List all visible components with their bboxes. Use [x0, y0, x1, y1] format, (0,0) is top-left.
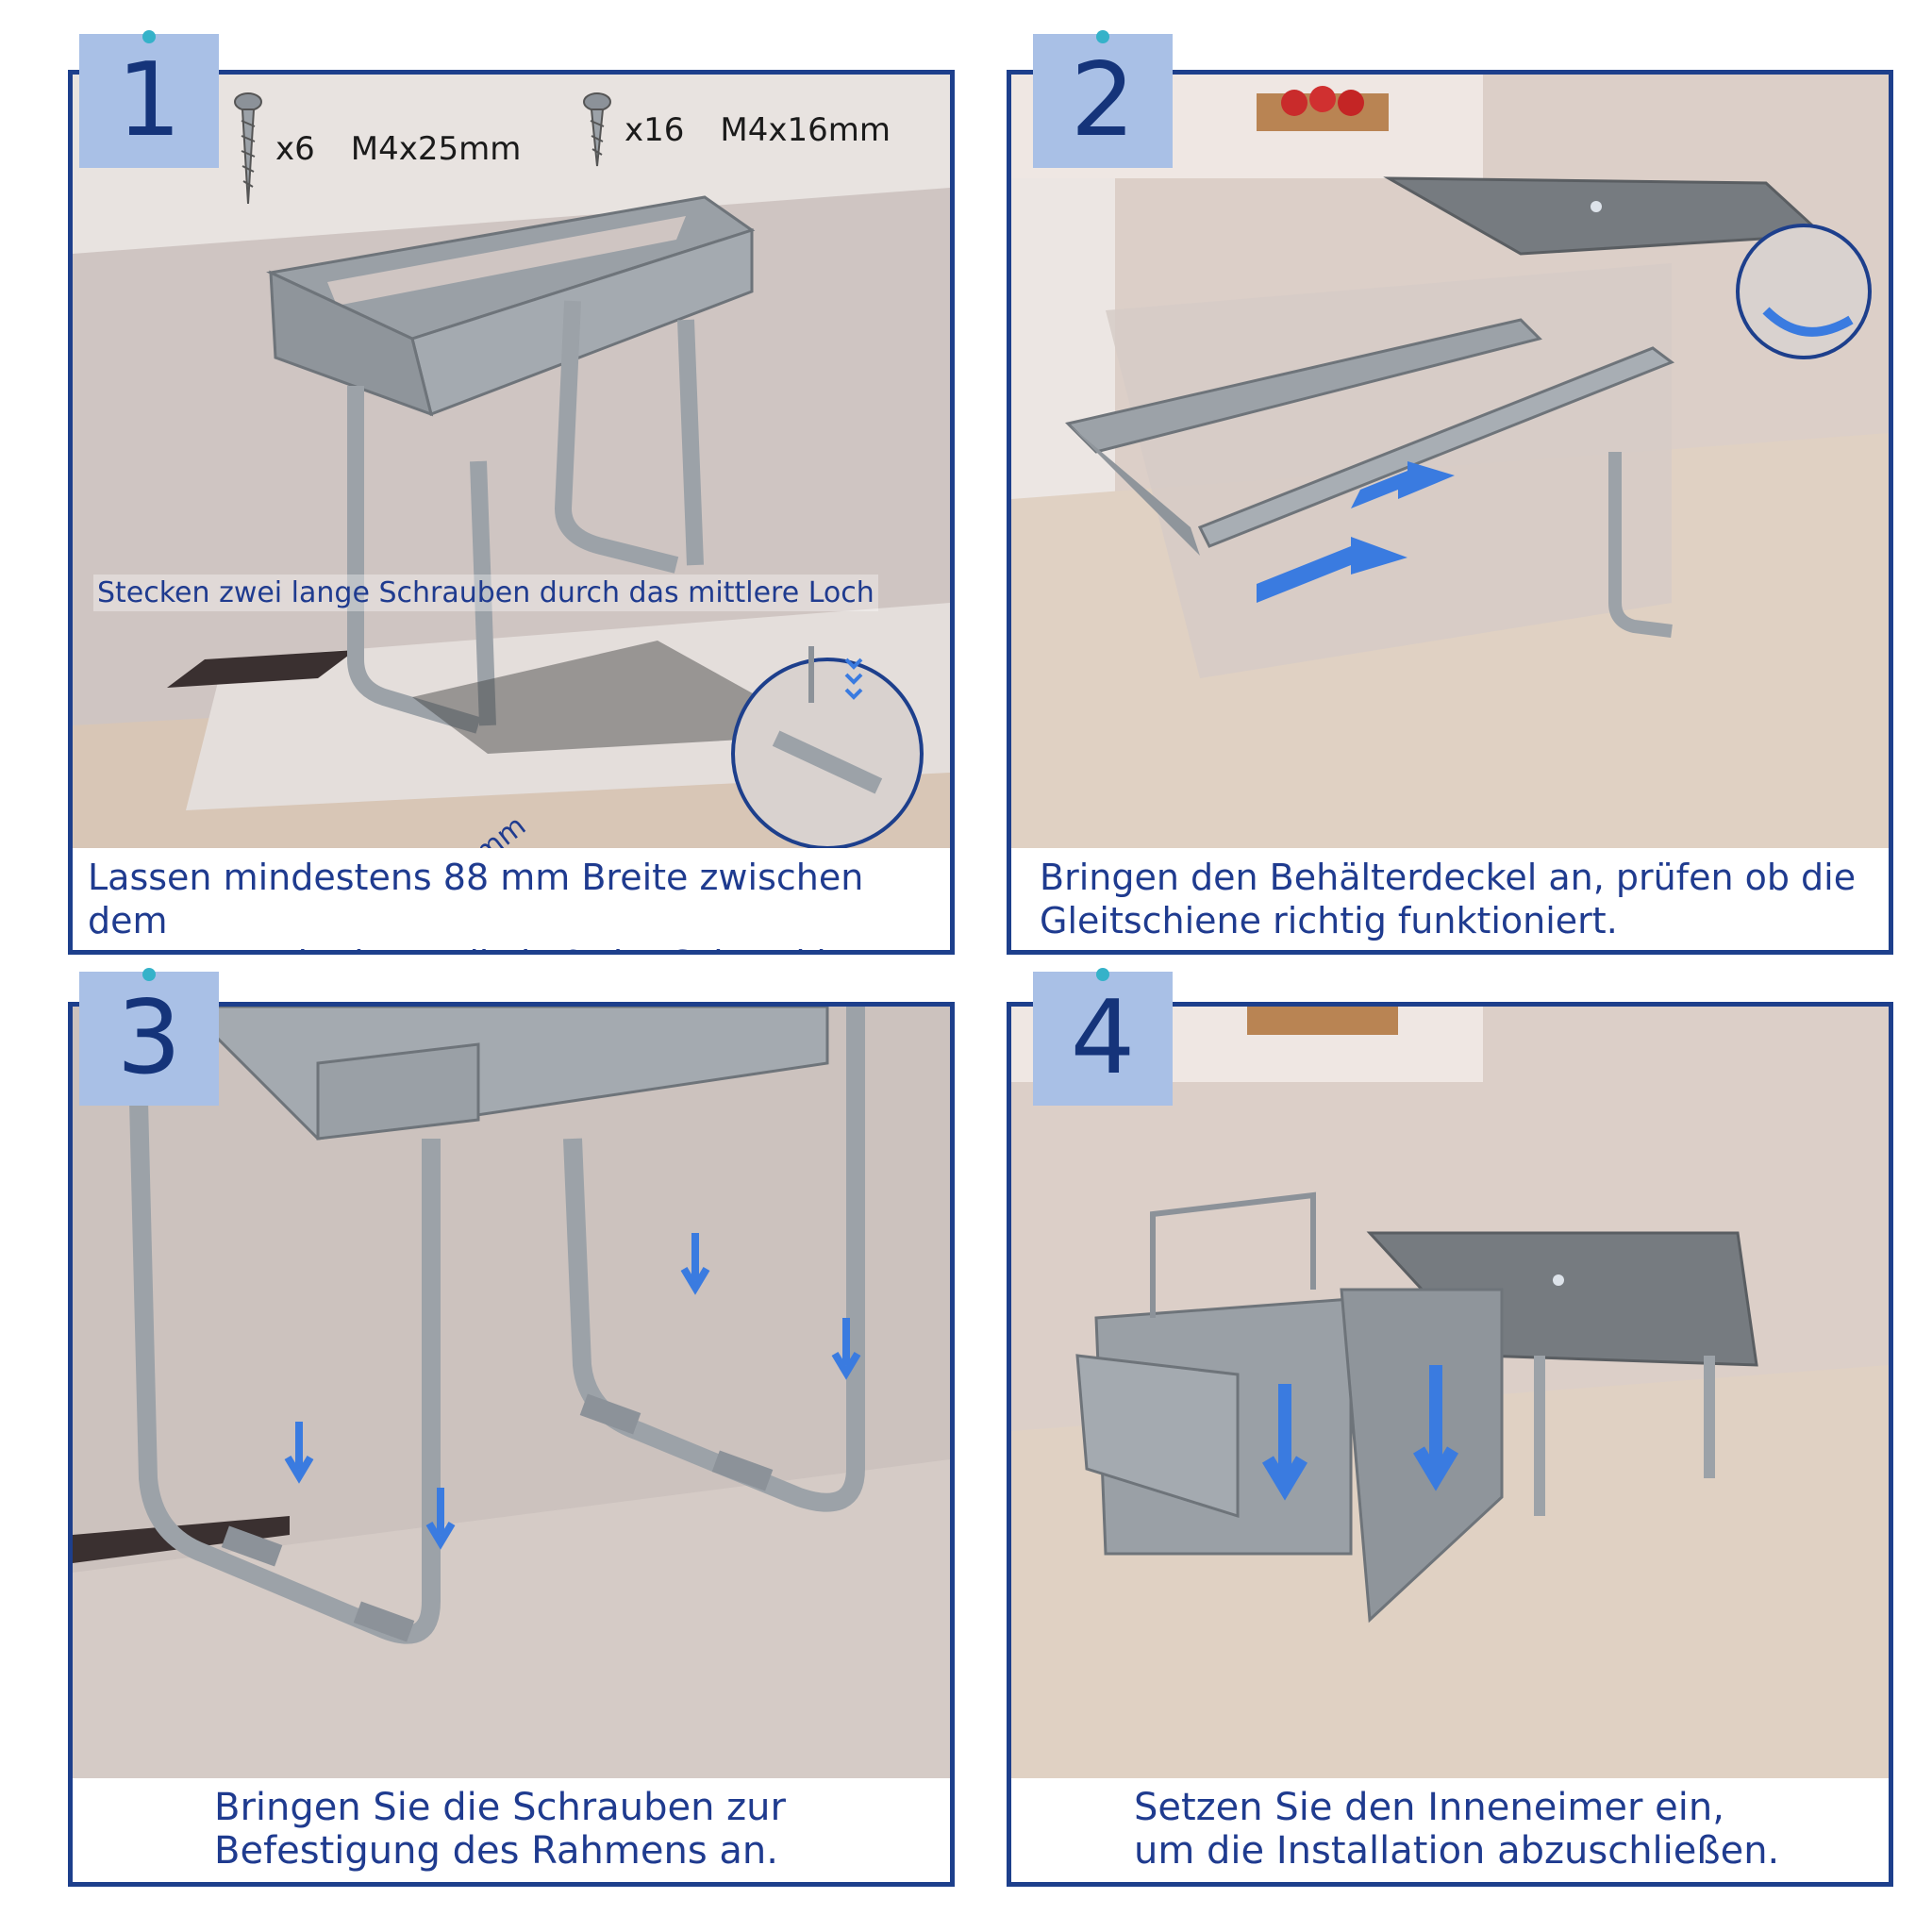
- step-4-number: 4: [1070, 979, 1136, 1097]
- pin-icon: [1096, 30, 1109, 43]
- step-4-caption: Setzen Sie den Inneneimer ein, um die In…: [1011, 1778, 1889, 1882]
- pin-icon: [142, 968, 156, 981]
- step-2-caption: Bringen den Behälterdeckel an, prüfen ob…: [1011, 848, 1889, 950]
- step-3-illustration: [73, 1007, 950, 1780]
- instruction-hint: Stecken zwei lange Schrauben durch das m…: [93, 575, 878, 611]
- pin-icon: [1096, 968, 1109, 981]
- long-screw-size: M4x25mm: [350, 130, 522, 168]
- step-2-panel: Bringen den Behälterdeckel an, prüfen ob…: [1007, 70, 1893, 955]
- short-screw-count: x16: [625, 111, 685, 149]
- pin-icon: [142, 30, 156, 43]
- step-3-caption-line-1: Bringen Sie die Schrauben zur: [214, 1786, 786, 1829]
- step-1-caption-line-2: unteren Ende des Artikels & der Schrankk…: [88, 942, 935, 950]
- short-screw-icon: [583, 92, 611, 167]
- long-screw-spec: x6 M4x25mm: [234, 92, 521, 206]
- step-2-illustration: [1011, 75, 1889, 848]
- step-1-illustration: [73, 75, 950, 848]
- step-3-number: 3: [116, 979, 182, 1097]
- step-3-number-tag: 3: [79, 968, 219, 1106]
- step-4-illustration: [1011, 1007, 1889, 1780]
- step-2-number: 2: [1070, 42, 1136, 159]
- step-3-caption: Bringen Sie die Schrauben zur Befestigun…: [73, 1778, 950, 1882]
- long-screw-count: x6: [275, 130, 315, 168]
- short-screw-size: M4x16mm: [720, 111, 891, 149]
- step-1-number-tag: 1: [79, 30, 219, 168]
- step-4-number-tag: 4: [1033, 968, 1173, 1106]
- step-2-caption-line-1: Bringen den Behälterdeckel an, prüfen ob…: [1040, 857, 1857, 898]
- step-2-number-tag: 2: [1033, 30, 1173, 168]
- step-1-caption-line-1: Lassen mindestens 88 mm Breite zwischen …: [88, 857, 864, 941]
- step-2-caption-line-2: Gleitschiene richtig funktioniert.: [1040, 900, 1618, 941]
- short-screw-spec: x16 M4x16mm: [583, 92, 891, 168]
- step-4-caption-line-1: Setzen Sie den Inneneimer ein,: [1134, 1786, 1724, 1829]
- long-screw-icon: [234, 92, 262, 205]
- step-3-caption-line-2: Befestigung des Rahmens an.: [214, 1829, 778, 1873]
- step-1-caption: Lassen mindestens 88 mm Breite zwischen …: [73, 848, 950, 950]
- step-4-panel: Setzen Sie den Inneneimer ein, um die In…: [1007, 1002, 1893, 1887]
- step-4-caption-line-2: um die Installation abzuschließen.: [1134, 1829, 1780, 1873]
- step-3-panel: Bringen Sie die Schrauben zur Befestigun…: [68, 1002, 955, 1887]
- step-1-number: 1: [116, 42, 182, 159]
